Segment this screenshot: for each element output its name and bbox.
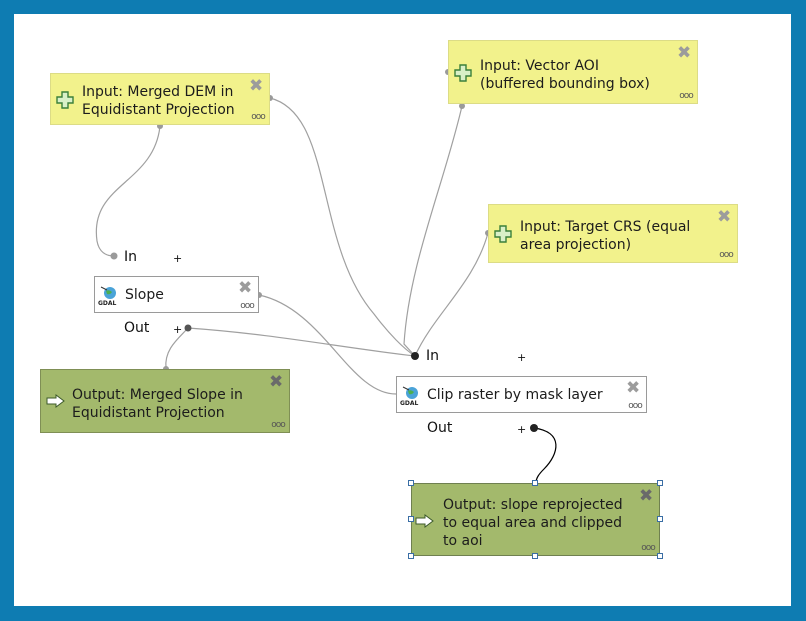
more-icon[interactable]: ooo [719,250,734,260]
more-icon[interactable]: ooo [628,401,643,411]
gdal-icon: GDAL [400,386,419,406]
resize-handle-se[interactable] [657,553,663,559]
arrow-icon [46,394,65,408]
slope-in-label: In [124,249,138,265]
output-final-label: Output: slope reprojected to equal area … [443,497,623,549]
port-slope-in [110,252,118,260]
clip-in-label: In [426,348,440,364]
link-clipout-to-final [533,427,557,484]
input-aoi-node[interactable]: Input: Vector AOI (buffered bounding box… [448,40,698,104]
resize-handle-nw[interactable] [408,480,414,486]
resize-handle-ne[interactable] [657,480,663,486]
port-clip-in [411,352,419,360]
model-canvas[interactable]: Input: Merged DEM in Equidistant Project… [14,14,791,606]
more-icon[interactable]: ooo [641,543,656,553]
close-icon[interactable]: ✖ [269,372,284,392]
arrow-icon [415,514,434,528]
gdal-icon: GDAL [98,286,117,306]
close-icon[interactable]: ✖ [639,486,654,506]
input-crs-label: Input: Target CRS (equal area projection… [520,219,691,253]
close-icon[interactable]: ✖ [238,278,253,298]
resize-handle-w[interactable] [408,516,414,522]
close-icon[interactable]: ✖ [717,207,732,227]
input-dem-node[interactable]: Input: Merged DEM in Equidistant Project… [50,73,270,125]
clip-label: Clip raster by mask layer [427,387,603,403]
resize-handle-s[interactable] [532,553,538,559]
input-dem-label: Input: Merged DEM in Equidistant Project… [82,84,235,118]
slope-in-plus[interactable]: + [173,252,183,265]
clip-in-plus[interactable]: + [517,351,527,364]
link-slopeout-to-clip [187,327,416,357]
plus-icon [494,225,512,243]
more-icon[interactable]: ooo [240,301,255,311]
resize-handle-e[interactable] [657,516,663,522]
close-icon[interactable]: ✖ [626,378,641,398]
more-icon[interactable]: ooo [679,91,694,101]
plus-icon [454,64,472,82]
link-crs-to-clip [414,232,489,357]
link-dem-to-slope [95,125,161,257]
slope-out-label: Out [124,320,150,336]
more-icon[interactable]: ooo [251,112,266,122]
svg-text:GDAL: GDAL [400,400,419,406]
port-slope-out [184,324,192,332]
output-final-node[interactable]: Output: slope reprojected to equal area … [411,483,660,556]
slope-label: Slope [125,287,164,303]
more-icon[interactable]: ooo [271,420,286,430]
resize-handle-sw[interactable] [408,553,414,559]
clip-out-label: Out [427,420,453,436]
plus-icon [56,91,74,109]
input-aoi-label: Input: Vector AOI (buffered bounding box… [480,58,650,92]
close-icon[interactable]: ✖ [677,43,692,63]
input-crs-node[interactable]: Input: Target CRS (equal area projection… [488,204,738,263]
close-icon[interactable]: ✖ [249,76,264,96]
output-slope-label: Output: Merged Slope in Equidistant Proj… [72,387,243,421]
resize-handle-n[interactable] [532,480,538,486]
slope-out-plus[interactable]: + [173,323,183,336]
slope-node[interactable]: GDAL Slope ✖ ooo [94,276,259,313]
link-aoi-to-clip [403,105,463,357]
port-clip-out [530,424,538,432]
output-slope-node[interactable]: Output: Merged Slope in Equidistant Proj… [40,369,290,433]
link-dem-to-clip [269,97,416,357]
clip-out-plus[interactable]: + [517,423,527,436]
svg-text:GDAL: GDAL [98,300,117,306]
clip-node[interactable]: GDAL Clip raster by mask layer ✖ ooo [396,376,647,413]
